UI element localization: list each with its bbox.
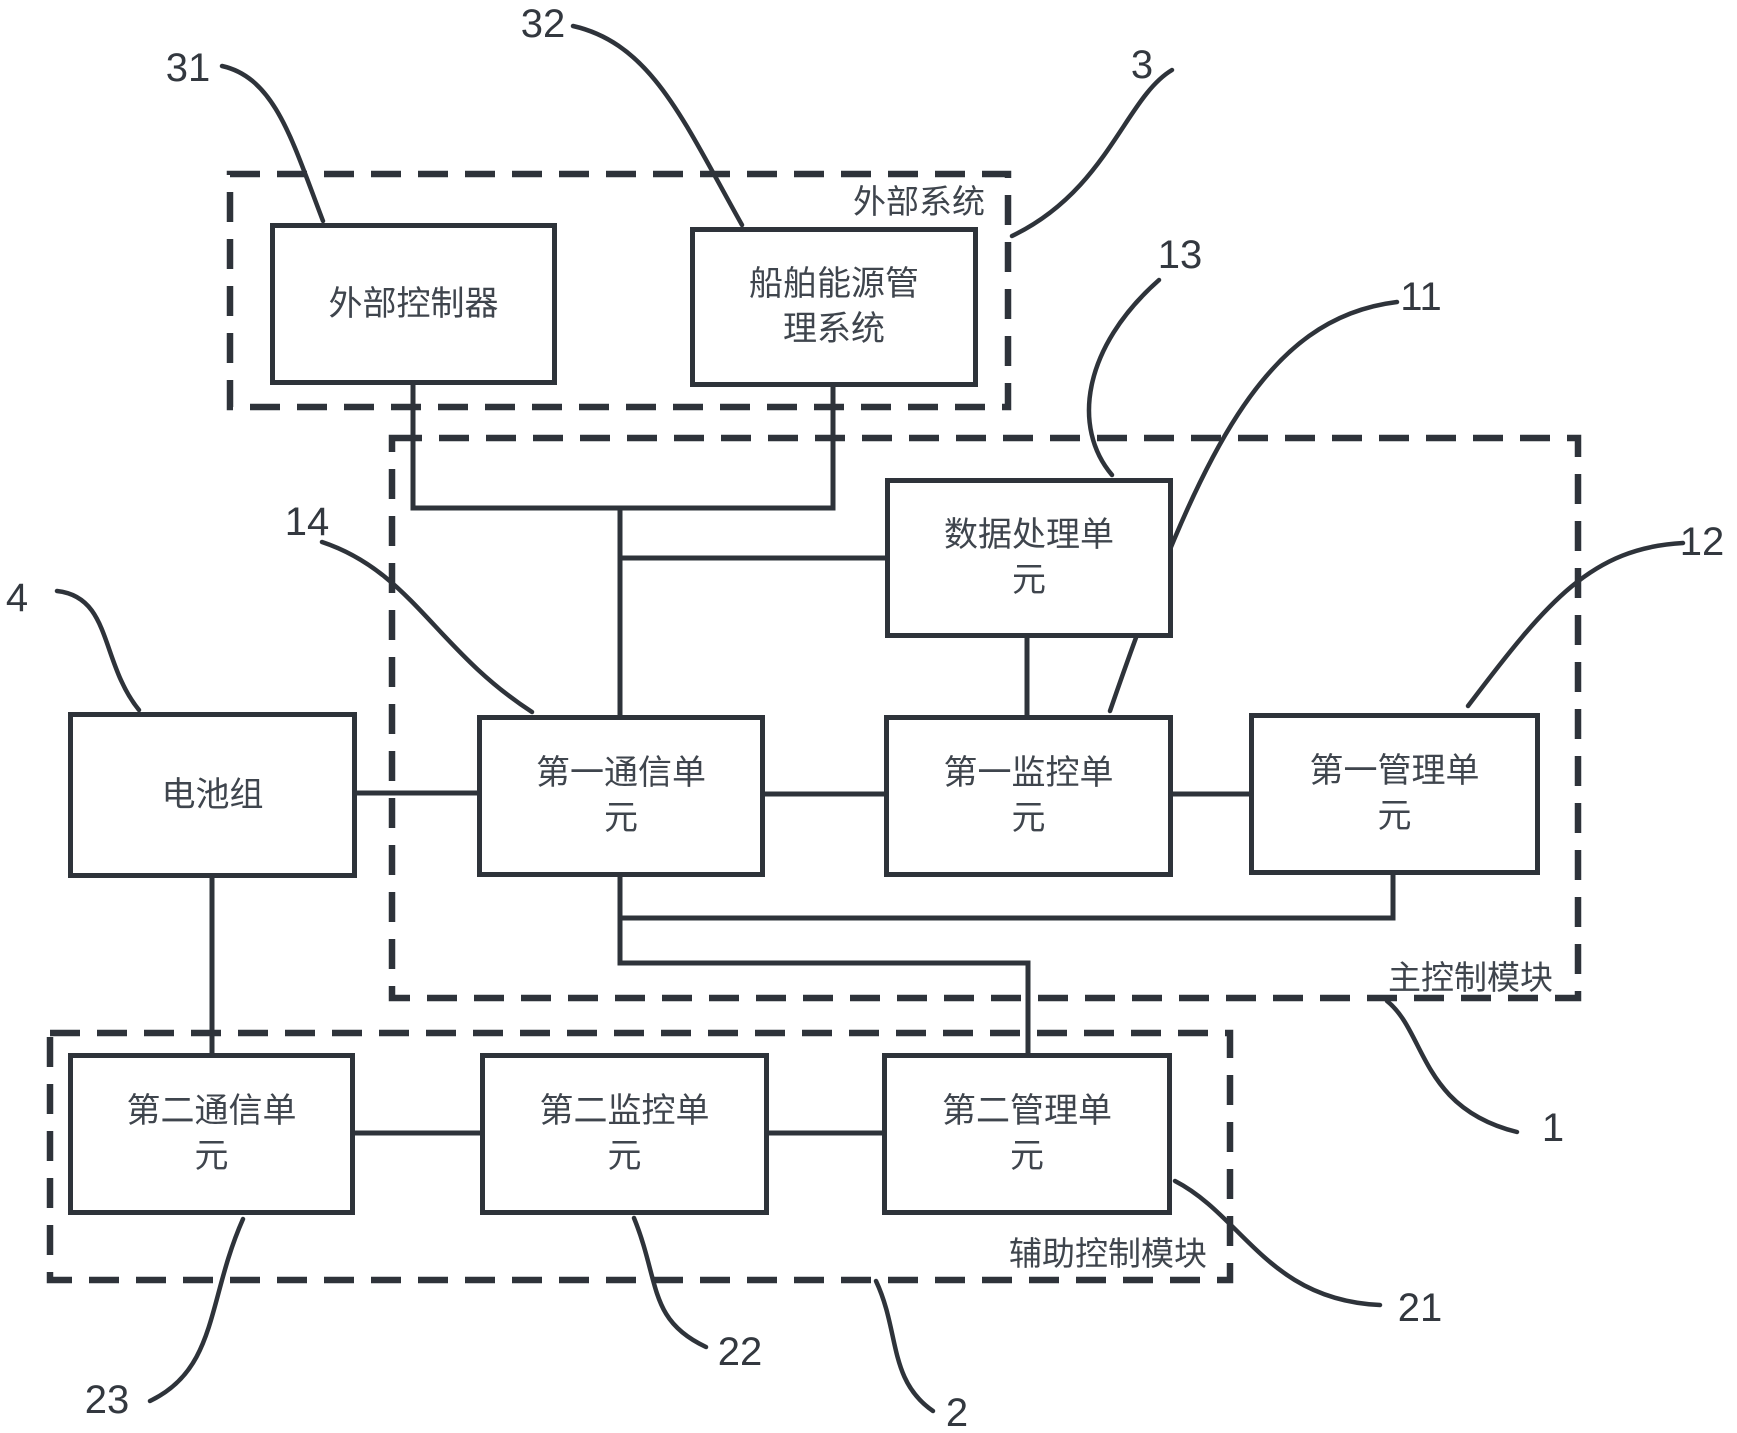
box-label: 第二监控单 (539, 1092, 710, 1130)
leader-2 (873, 1278, 936, 1414)
ref-label-23: 23 (84, 1378, 130, 1422)
leader-12 (1465, 540, 1686, 709)
box-first-communication-unit: 第一通信单 元 (477, 715, 765, 877)
box-battery-pack: 电池组 (68, 712, 357, 878)
leader-4 (54, 588, 142, 713)
box-label: 第一通信单 (536, 754, 706, 792)
box-label: 元 (604, 799, 638, 837)
ref-label-14: 14 (284, 500, 330, 544)
box-label: 第二通信单 (126, 1092, 297, 1130)
ref-label-21: 21 (1397, 1286, 1443, 1330)
box-label: 第一管理单 (1309, 752, 1480, 790)
ref-label-2: 2 (945, 1391, 969, 1433)
box-label: 电池组 (161, 775, 264, 814)
box-second-management-unit: 第二管理单 元 (882, 1053, 1172, 1215)
auxiliary-control-module-dashed-border (46, 1029, 1234, 1284)
box-second-monitoring-unit: 第二监控单 元 (480, 1053, 769, 1215)
box-first-management-unit: 第一管理单 元 (1249, 713, 1540, 875)
connector-external-controller-to-ship-ems (410, 382, 836, 511)
external-system-dashed-border (226, 170, 1012, 411)
ref-label-3: 3 (1130, 43, 1154, 87)
ref-label-32: 32 (520, 2, 566, 46)
leader-32 (570, 23, 745, 228)
box-label: 船舶能源管 (749, 265, 919, 303)
box-label: 元 (194, 1137, 229, 1175)
leader-31 (219, 63, 326, 224)
box-label: 数据处理单 (944, 516, 1114, 554)
box-label: 第一监控单 (943, 754, 1114, 792)
box-external-controller: 外部控制器 (270, 223, 557, 385)
ref-label-13: 13 (1157, 233, 1203, 277)
ref-label-22: 22 (717, 1330, 763, 1374)
auxiliary-control-module-label: 辅助控制模块 (1009, 1235, 1207, 1272)
leader-3 (1009, 67, 1175, 239)
leader-23 (147, 1216, 246, 1404)
box-label: 第二管理单 (942, 1092, 1112, 1130)
box-label: 元 (1377, 797, 1412, 835)
main-control-module-dashed-border (388, 434, 1582, 1002)
box-label: 元 (1010, 1137, 1044, 1175)
box-label: 理系统 (783, 310, 885, 348)
external-system-label: 外部系统 (853, 183, 985, 220)
box-data-processing-unit: 数据处理单 元 (885, 478, 1173, 638)
leader-14 (319, 539, 535, 715)
box-label: 元 (607, 1137, 642, 1175)
box-label: 元 (1011, 799, 1046, 837)
box-second-communication-unit: 第二通信单 元 (68, 1053, 355, 1215)
leader-22 (631, 1215, 709, 1350)
leader-1 (1384, 998, 1520, 1135)
ref-label-31: 31 (165, 46, 211, 90)
box-first-monitoring-unit: 第一监控单 元 (884, 715, 1173, 877)
box-label: 外部控制器 (328, 284, 499, 323)
ref-label-11: 11 (1400, 275, 1442, 319)
leader-13 (1086, 277, 1162, 478)
main-control-module-label: 主控制模块 (1388, 959, 1553, 996)
connector-first-communication-to-first-management-unit (617, 872, 1396, 921)
leader-21 (1172, 1178, 1383, 1308)
box-ship-energy-management-system: 船舶能源管 理系统 (690, 227, 978, 387)
ref-label-12: 12 (1679, 520, 1725, 564)
ref-label-1: 1 (1541, 1106, 1565, 1150)
box-label: 元 (1012, 561, 1046, 599)
ref-label-4: 4 (5, 576, 29, 620)
connector-first-communication-to-second-management-unit (617, 874, 1031, 1056)
